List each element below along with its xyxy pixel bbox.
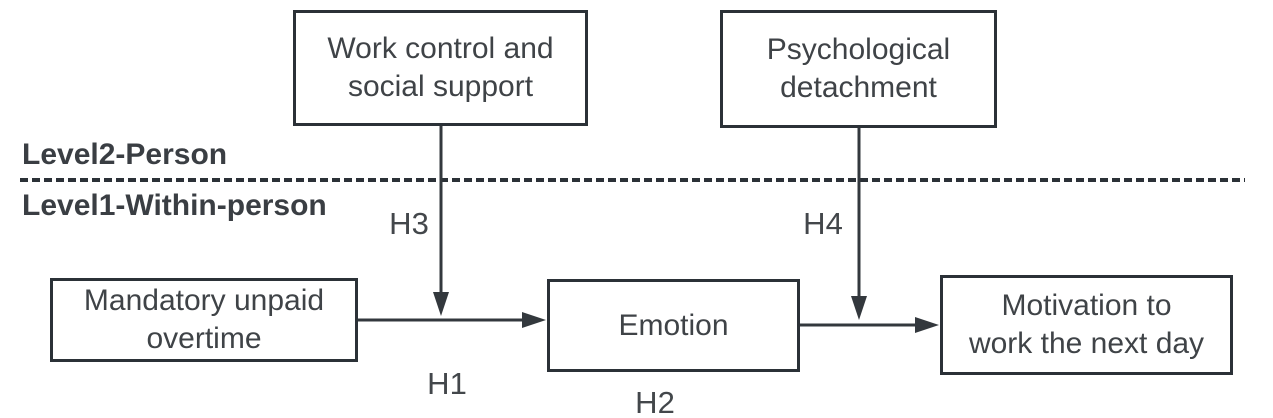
h3-hypothesis-label: H3 bbox=[389, 206, 429, 241]
box-psychological-detachment: Psychological detachment bbox=[720, 10, 997, 128]
box-label-line: work the next day bbox=[968, 327, 1205, 360]
level2-person-label: Level2-Person bbox=[22, 138, 228, 171]
h4-arrow bbox=[851, 128, 867, 320]
level1-within-person-label: Level1-Within-person bbox=[22, 189, 327, 222]
box-work-control-social-support: Work control and social support bbox=[293, 10, 588, 126]
h2-arrow bbox=[800, 317, 939, 333]
h2-hypothesis-label: H2 bbox=[635, 385, 675, 418]
box-label-line: Psychological bbox=[766, 33, 951, 67]
h1-arrow bbox=[358, 312, 546, 328]
box-motivation-next-day: Motivation to work the next day bbox=[940, 275, 1233, 375]
box-label-line: social support bbox=[347, 70, 534, 103]
box-label-line: overtime bbox=[146, 322, 262, 355]
box-label-line: Mandatory unpaid bbox=[83, 284, 325, 318]
box-label-line: detachment bbox=[780, 71, 937, 104]
h3-arrow bbox=[433, 126, 449, 316]
level-divider-dashed-line bbox=[20, 178, 1245, 182]
box-emotion: Emotion bbox=[547, 279, 800, 372]
box-label-line: Motivation to bbox=[1001, 289, 1172, 323]
h4-hypothesis-label: H4 bbox=[803, 206, 843, 241]
box-mandatory-unpaid-overtime: Mandatory unpaid overtime bbox=[50, 278, 358, 362]
box-label-line: Work control and bbox=[327, 32, 554, 66]
h1-hypothesis-label: H1 bbox=[427, 366, 467, 401]
box-label-line: Emotion bbox=[618, 308, 729, 342]
